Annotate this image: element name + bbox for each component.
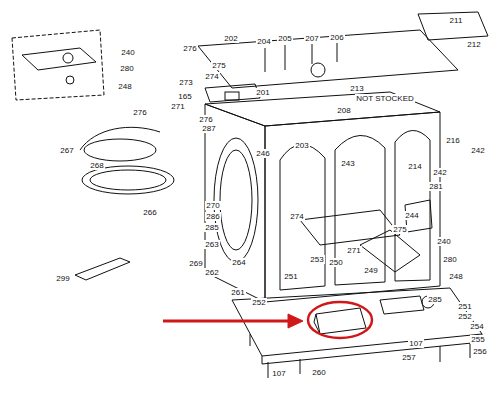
callout-number: 276	[182, 44, 197, 53]
callout-number: 212	[466, 40, 481, 49]
callout-number: 266	[142, 208, 157, 217]
feet	[250, 334, 470, 378]
base-edge	[262, 334, 482, 364]
callout-number: 285	[427, 295, 442, 304]
pointer-arrowhead	[288, 314, 303, 328]
callout-number: 286	[205, 212, 220, 221]
callout-number: 254	[469, 322, 484, 331]
callout-number: 256	[472, 347, 487, 356]
highlight-circle	[308, 302, 372, 338]
callout-number: 276	[132, 108, 147, 117]
callout-number: 271	[346, 246, 361, 255]
pointer-arrow	[163, 320, 292, 323]
hose	[80, 127, 160, 150]
callout-number: 206	[329, 33, 344, 42]
callout-number: 249	[363, 266, 378, 275]
callout-number: 267	[59, 146, 74, 155]
door-seal	[220, 150, 252, 250]
callout-number: 243	[340, 159, 355, 168]
callout-number: 253	[309, 255, 324, 264]
callout-number: 248	[448, 272, 463, 281]
callout-number: 205	[277, 34, 292, 43]
callout-number: 264	[231, 258, 246, 267]
hose-part	[75, 258, 130, 280]
callout-number: 107	[271, 369, 286, 378]
callout-number: 251	[457, 302, 472, 311]
callout-number: 242	[432, 168, 447, 177]
callout-number: 260	[311, 368, 326, 377]
inner-part	[405, 200, 432, 232]
callout-number: 213	[349, 84, 364, 93]
note-label: NOT STOCKED	[355, 94, 415, 103]
leader-lines	[265, 43, 337, 72]
callout-number: 107	[408, 339, 423, 348]
lid-cover	[418, 12, 488, 40]
cabinet-side	[265, 112, 440, 302]
callout-number: 299	[55, 274, 70, 283]
cabinet-front	[205, 104, 265, 302]
callout-number: 271	[170, 102, 185, 111]
inset-panel	[22, 48, 96, 70]
callout-number: 263	[204, 240, 219, 249]
callout-number: 207	[304, 34, 319, 43]
callout-number: 287	[201, 124, 216, 133]
switch-part	[225, 92, 239, 100]
callout-number: 280	[119, 64, 134, 73]
callout-number: 251	[283, 272, 298, 281]
callout-number: 208	[336, 106, 351, 115]
callout-number: 252	[457, 312, 472, 321]
callout-number: 274	[204, 72, 219, 81]
side-opening	[395, 130, 430, 281]
callout-number: 285	[204, 223, 219, 232]
callout-number: 165	[177, 92, 192, 101]
top-panel	[198, 30, 458, 88]
callout-number: 203	[294, 141, 309, 150]
callout-number: 276	[198, 115, 213, 124]
ring-part	[82, 166, 174, 194]
callout-number: 252	[251, 298, 266, 307]
motor-part	[380, 296, 424, 314]
inset-knob	[63, 53, 73, 63]
callout-number: 204	[256, 37, 271, 46]
inset-knob	[66, 76, 74, 84]
callout-number: 216	[445, 136, 460, 145]
callout-number: 257	[401, 353, 416, 362]
callout-number: 268	[89, 161, 104, 170]
callout-number: 246	[255, 149, 270, 158]
inset-frame	[12, 30, 104, 100]
pump-part	[316, 308, 366, 334]
callout-number: 280	[442, 255, 457, 264]
callout-number: 275	[392, 225, 407, 234]
callout-number: 248	[117, 82, 132, 91]
callout-number: 262	[204, 268, 219, 277]
ring-part	[90, 170, 166, 190]
callout-number: 244	[404, 211, 419, 220]
callout-number: 242	[470, 146, 485, 155]
inner-bracket	[300, 210, 400, 245]
callout-number: 201	[255, 88, 270, 97]
callout-number: 261	[230, 288, 245, 297]
control-part	[205, 84, 260, 102]
callout-number: 274	[289, 212, 304, 221]
callout-number: 214	[407, 162, 422, 171]
callout-number: 269	[188, 259, 203, 268]
callout-number: 240	[120, 48, 135, 57]
callout-number: 211	[449, 16, 464, 25]
top-fitting	[311, 63, 325, 77]
callout-number: 250	[328, 258, 343, 267]
callout-number: 275	[211, 61, 226, 70]
ring-part	[84, 139, 156, 161]
callout-number: 270	[205, 201, 220, 210]
callout-number: 255	[470, 335, 485, 344]
callout-number: 202	[223, 34, 238, 43]
callout-number: 273	[178, 78, 193, 87]
callout-number: 281	[428, 182, 443, 191]
callout-number: 240	[436, 237, 451, 246]
